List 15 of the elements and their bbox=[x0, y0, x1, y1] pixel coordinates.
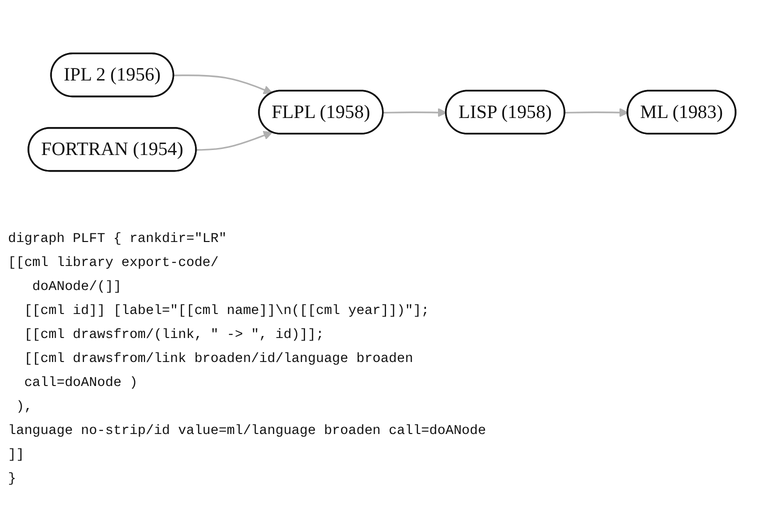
code-line: language no-strip/id value=ml/language broaden call=doANode bbox=[8, 423, 486, 441]
arrow bbox=[196, 131, 273, 152]
code-line: ), bbox=[15, 399, 34, 417]
code-line: [[cml library export-code/ bbox=[8, 255, 220, 273]
arrow bbox=[174, 74, 273, 95]
arrow bbox=[564, 108, 628, 118]
code-line: [[cml id]] [label="[[cml name]]\n([[cml year]])"]; bbox=[23, 303, 430, 321]
code-line: ]] bbox=[8, 447, 26, 465]
code-line: } bbox=[8, 471, 18, 489]
code-line: digraph PLFT { rankdir="LR" bbox=[8, 231, 228, 249]
code-line: [[cml drawsfrom/(link, " -> ", id)]]; bbox=[23, 327, 325, 345]
code-line: doANode/(]] bbox=[31, 279, 122, 297]
code-line: [[cml drawsfrom/link broaden/id/language broaden bbox=[23, 351, 414, 369]
arrow bbox=[383, 108, 447, 118]
code-line: call=doANode ) bbox=[23, 375, 139, 393]
